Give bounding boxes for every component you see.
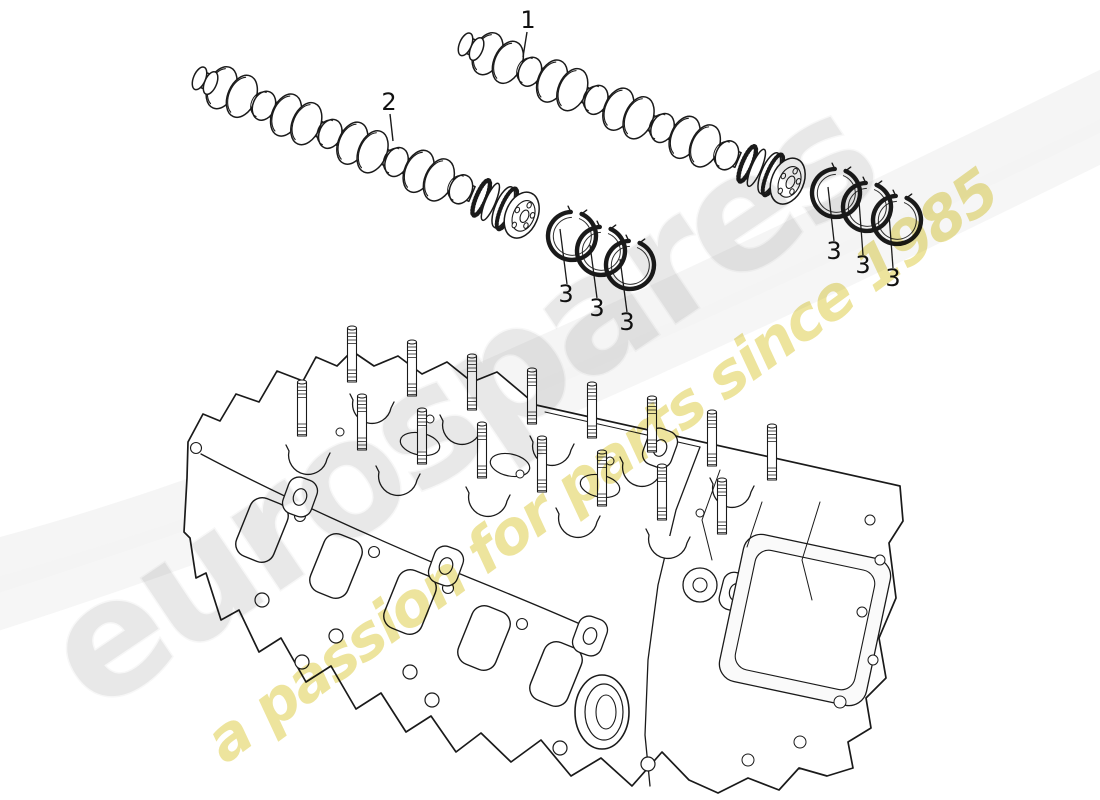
camshaft-2-drawing bbox=[185, 54, 546, 244]
callout-camshaft-1[interactable]: 1 bbox=[520, 6, 535, 34]
callout-leader-line bbox=[888, 213, 894, 269]
callout-ring-3[interactable]: 3 bbox=[619, 308, 634, 336]
callout-ring-3[interactable]: 3 bbox=[826, 237, 841, 265]
callout-leader-line bbox=[389, 113, 394, 142]
callouts: 1 2 3 3 3 3 3 3 bbox=[381, 6, 900, 336]
cylinder-head-drawing bbox=[183, 325, 904, 794]
callout-leader-line bbox=[827, 186, 835, 242]
callout-leader-line bbox=[858, 200, 864, 256]
callout-leader-line bbox=[522, 31, 528, 58]
callout-leader-line bbox=[559, 228, 568, 285]
callout-leader-line bbox=[589, 244, 598, 299]
callout-ring-3[interactable]: 3 bbox=[558, 280, 573, 308]
callout-leader-line bbox=[619, 258, 628, 313]
callout-ring-3[interactable]: 3 bbox=[589, 294, 604, 322]
callout-camshaft-2[interactable]: 2 bbox=[381, 88, 396, 116]
callout-ring-3[interactable]: 3 bbox=[855, 251, 870, 279]
callout-ring-3[interactable]: 3 bbox=[885, 264, 900, 292]
